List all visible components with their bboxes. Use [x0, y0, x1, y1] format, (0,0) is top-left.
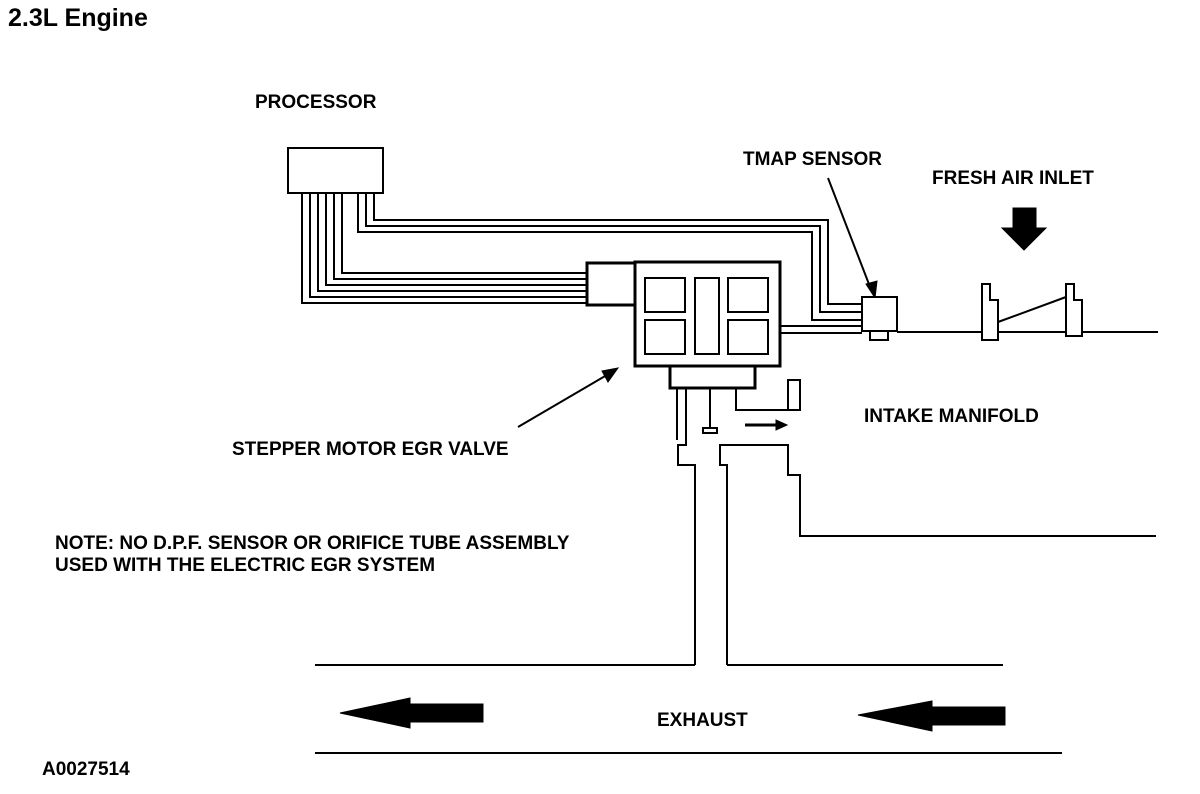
throttle-body: [981, 283, 1083, 341]
note-line-2: USED WITH THE ELECTRIC EGR SYSTEM: [55, 555, 435, 576]
diagram-title: 2.3L Engine: [8, 4, 148, 32]
egr-valve: [585, 260, 782, 434]
egr-valve-connector: [585, 261, 637, 307]
exhaust-arrow-right: [857, 700, 1006, 732]
egr-valve-leader: [517, 367, 620, 428]
exhaust-pipe: [315, 664, 1062, 754]
fresh-air-arrow: [1000, 207, 1048, 251]
processor-box: [287, 147, 384, 194]
processor-label: PROCESSOR: [255, 92, 377, 113]
egr-valve-label: STEPPER MOTOR EGR VALVE: [232, 439, 509, 460]
fresh-air-inlet-label: FRESH AIR INLET: [932, 168, 1094, 189]
note-line-1: NOTE: NO D.P.F. SENSOR OR ORIFICE TUBE A…: [55, 533, 570, 554]
wiring-harness: [301, 193, 862, 334]
egr-valve-base: [668, 364, 757, 390]
egr-passage: [676, 379, 1156, 665]
exhaust-arrow-left: [339, 697, 484, 729]
figure-id: A0027514: [42, 759, 130, 780]
tmap-sensor: [861, 296, 898, 341]
tmap-sensor-leader: [827, 177, 878, 300]
intake-manifold-label: INTAKE MANIFOLD: [864, 406, 1039, 427]
tmap-sensor-label: TMAP SENSOR: [743, 149, 882, 170]
exhaust-label: EXHAUST: [657, 710, 748, 731]
